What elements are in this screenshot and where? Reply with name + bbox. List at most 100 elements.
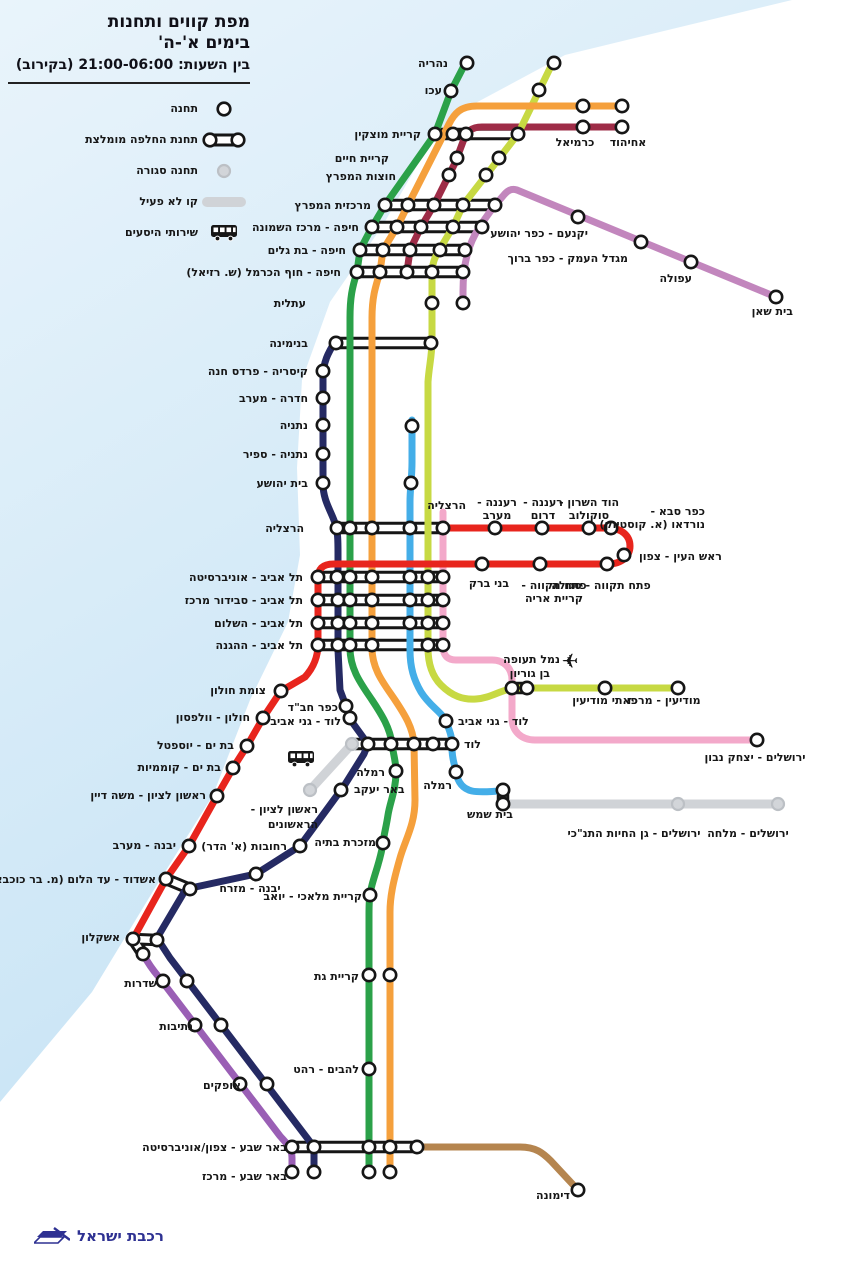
stations — [125, 55, 786, 1198]
station-label: מערב — [483, 509, 512, 522]
station — [633, 234, 649, 250]
bus-icon — [288, 751, 314, 768]
station — [315, 417, 331, 433]
station — [375, 242, 391, 258]
station — [474, 219, 490, 235]
station — [181, 838, 197, 854]
station-label: פתח תקווה - — [521, 579, 586, 592]
station — [315, 390, 331, 406]
station — [209, 788, 225, 804]
station-label: חיפה - בת גלים — [268, 244, 346, 257]
station — [570, 209, 586, 225]
bus-icon — [198, 222, 250, 244]
station — [435, 592, 451, 608]
station — [382, 1164, 398, 1180]
line-gray-lod-stub — [305, 739, 357, 795]
station-label: נמל תעופה — [503, 653, 560, 666]
station — [158, 871, 174, 887]
station-label: כפר חב"ד — [288, 701, 338, 714]
station — [361, 1139, 377, 1155]
station — [375, 835, 391, 851]
station — [445, 126, 461, 142]
station — [330, 615, 346, 631]
station-label: חיפה - מרכז השמונה — [252, 221, 359, 234]
legend-item-closed: תחנה סגורה — [8, 160, 250, 182]
station — [179, 973, 195, 989]
station — [328, 335, 344, 351]
station — [406, 736, 422, 752]
title-divider — [8, 81, 250, 84]
station — [361, 1164, 377, 1180]
station — [377, 197, 393, 213]
station — [372, 264, 388, 280]
station — [284, 1164, 300, 1180]
station — [420, 637, 436, 653]
station — [315, 363, 331, 379]
line-blue — [406, 416, 507, 796]
station — [402, 520, 418, 536]
station-label: ירושלים - יצחק נבון — [705, 751, 806, 764]
station — [510, 126, 526, 142]
logo-text: רכבת ישראל — [77, 1227, 164, 1245]
station-label: קיסריה - פרדס חנה — [208, 365, 308, 378]
station — [413, 219, 429, 235]
station — [575, 98, 591, 114]
station — [284, 1139, 300, 1155]
bus-window — [297, 753, 302, 759]
bus-window — [310, 753, 313, 759]
station-label: מודיעין - מרכז — [627, 694, 700, 707]
station — [362, 887, 378, 903]
station — [445, 219, 461, 235]
station — [432, 242, 448, 258]
station-label: חוצות המפרץ — [326, 170, 396, 183]
station — [597, 680, 613, 696]
station — [616, 547, 632, 563]
station — [455, 197, 471, 213]
station — [403, 475, 419, 491]
station — [364, 219, 380, 235]
station-label: מזכרת בתיה — [314, 836, 376, 849]
station — [534, 520, 550, 536]
station — [255, 710, 271, 726]
station-label: חיפה - חוף הכרמל (ש. רזיאל) — [186, 266, 341, 279]
station — [435, 520, 451, 536]
legend-item-inactive: קו לא פעיל — [8, 191, 250, 213]
station — [149, 932, 165, 948]
station — [364, 615, 380, 631]
legend-label: קו לא פעיל — [139, 195, 198, 209]
station — [402, 242, 418, 258]
station-label: ראש העין - צפון — [639, 550, 722, 563]
station-label: הרצליה — [427, 499, 466, 512]
station — [389, 219, 405, 235]
station — [342, 710, 358, 726]
bus-wheel — [214, 235, 221, 242]
station-label: בת ים - יוספטל — [157, 739, 234, 752]
station-label: יבנה - מערב — [113, 839, 176, 852]
bus-wheel — [304, 761, 311, 768]
station-label: להבים - רהט — [293, 1063, 359, 1076]
station — [213, 1017, 229, 1033]
station — [614, 98, 630, 114]
legend-label: שירותי היסעים — [124, 226, 198, 240]
station-label: תל אביב - אוניברסיטה — [189, 571, 303, 584]
station — [182, 881, 198, 897]
station-label: כפר סבא - — [650, 505, 705, 518]
bus-icon — [211, 224, 237, 242]
station — [495, 782, 511, 798]
station — [474, 556, 490, 572]
station — [338, 698, 354, 714]
station-label: נתניה - ספיר — [243, 448, 308, 461]
station-label: נהריה — [418, 57, 448, 70]
station-label: כרמיאל — [556, 136, 595, 149]
station-label: נתיבות — [159, 1020, 193, 1033]
station — [448, 764, 464, 780]
legend-label: תחנת החלפה מומלצת — [85, 133, 198, 147]
station — [420, 569, 436, 585]
station-label: באר שבע - מרכז — [202, 1170, 287, 1183]
station-label: לוד - גני אביב — [458, 715, 529, 728]
station — [248, 866, 264, 882]
station — [599, 556, 615, 572]
israel-railways-logo-icon — [34, 1227, 70, 1244]
station — [409, 1139, 425, 1155]
